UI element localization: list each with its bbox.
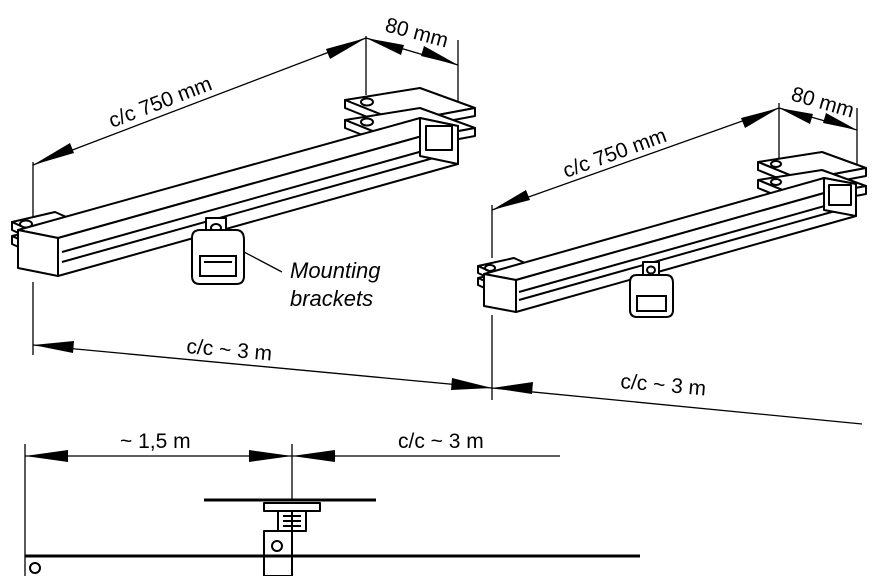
left-rail-body [17, 117, 459, 277]
lower-dimension-line [24, 444, 560, 576]
right-rail-assembly: c/c 750 mm 80 mm [477, 83, 867, 318]
right-mounting-bracket [629, 261, 674, 318]
right-rail-body [483, 177, 857, 313]
cc-3m-upper-right-label: c/c ~ 3 m [620, 370, 707, 400]
left-dimension-750 [32, 36, 459, 222]
left-mounting-bracket [191, 217, 245, 285]
half-span-label: ~ 1,5 m [120, 430, 191, 453]
lower-section-view [25, 498, 640, 576]
cc-3m-lower-label: c/c ~ 3 m [398, 430, 484, 453]
right-dimension-750 [491, 103, 858, 258]
mounting-label-line1: Mounting [290, 258, 381, 283]
left-rail-assembly: c/c 750 mm 80 mm [11, 14, 476, 311]
spacing-dimension-upper [32, 282, 863, 425]
bracket-callout-leader [243, 251, 283, 273]
mounting-label-line2: brackets [290, 286, 373, 311]
